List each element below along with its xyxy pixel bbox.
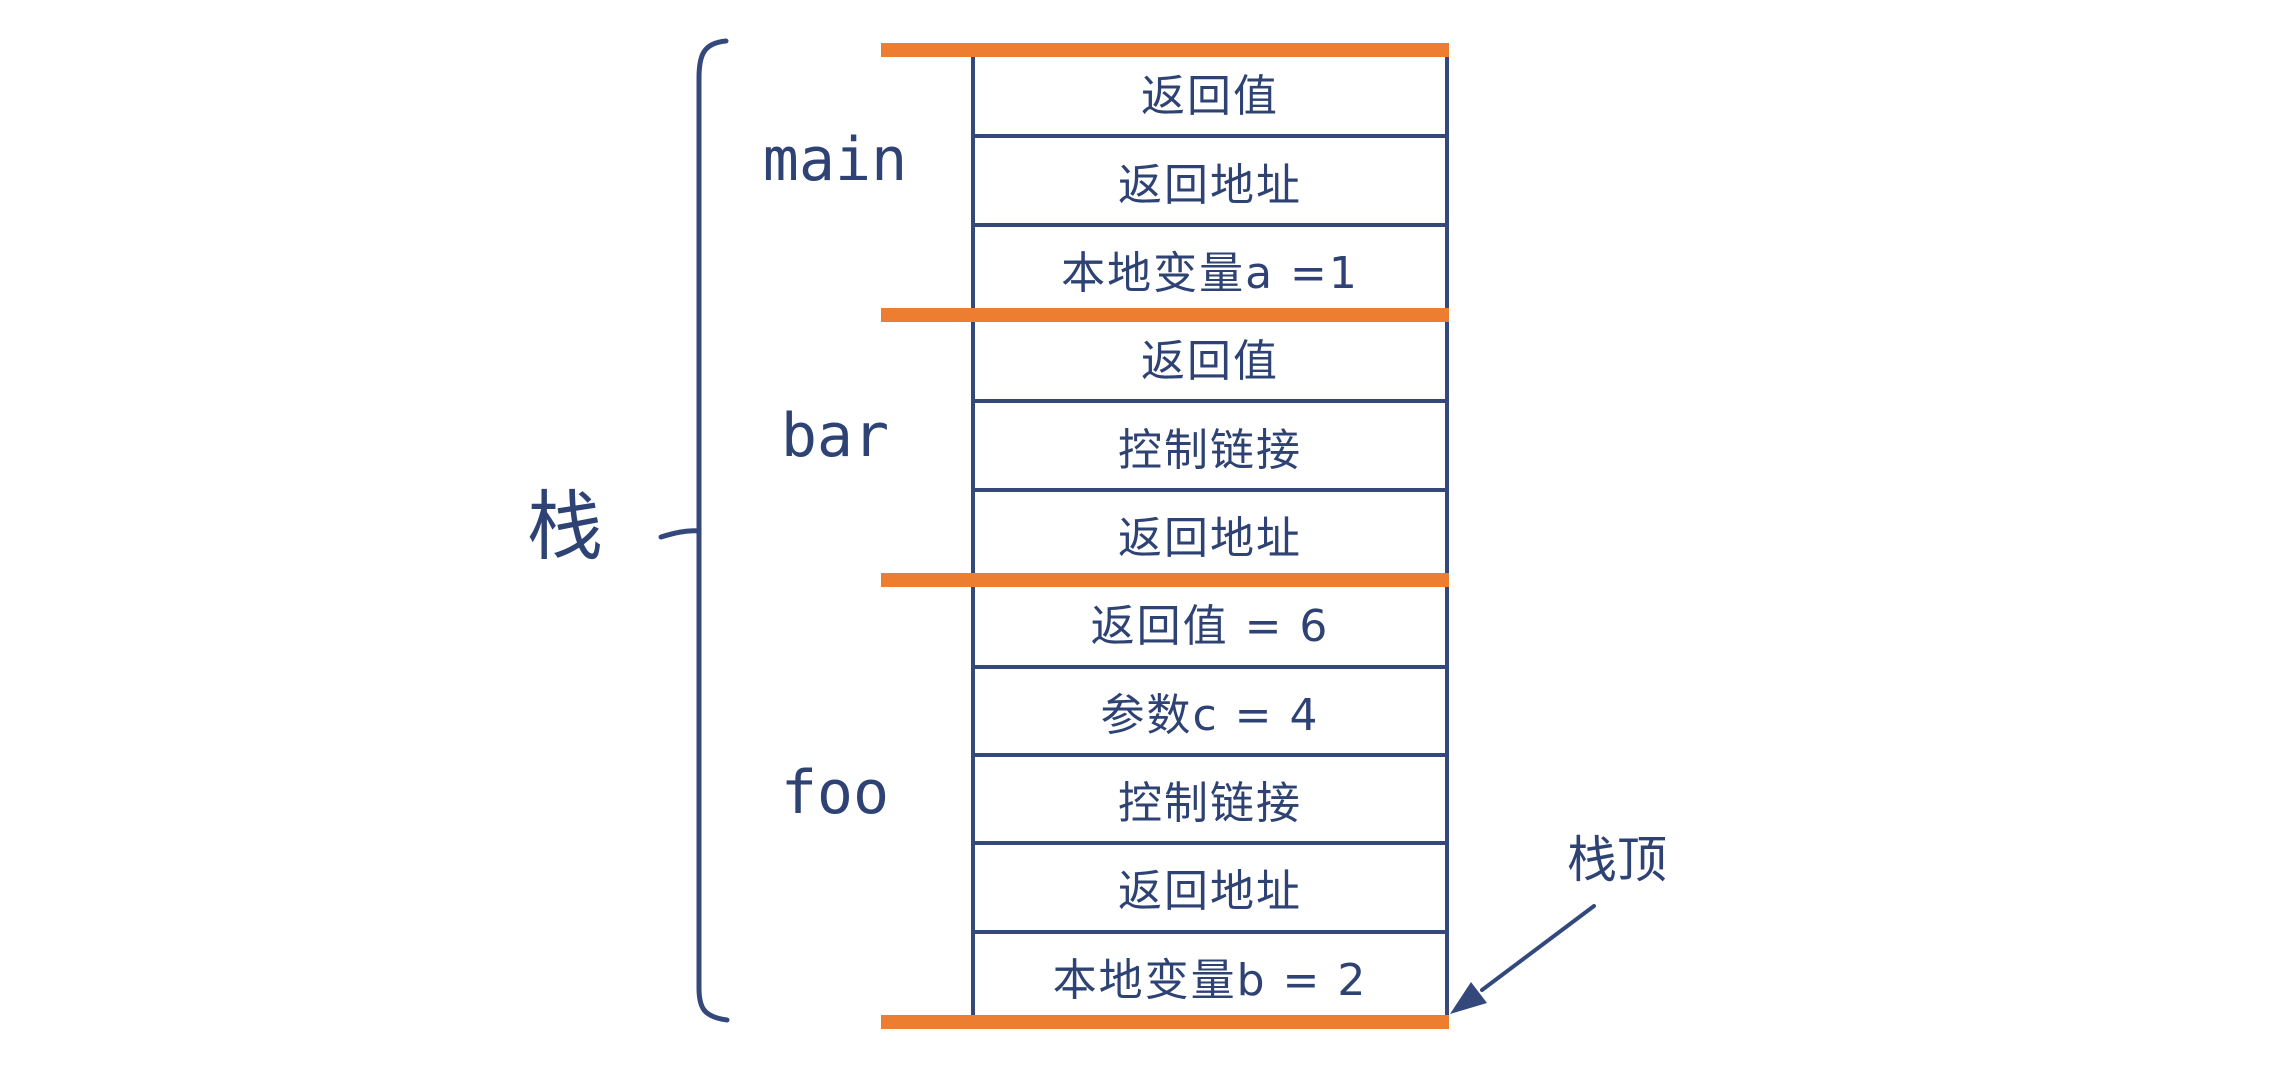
frame-divider-stack-top — [881, 1015, 1449, 1029]
stack-brace-nub — [658, 528, 702, 540]
frame-divider-bar-foo — [881, 573, 1449, 587]
stack-cell: 本地变量b = 2 — [1052, 954, 1368, 1006]
stack-cell: 控制链接 — [975, 757, 1445, 846]
frame-divider-top — [881, 43, 1449, 57]
stack-top-label: 栈顶 — [1567, 831, 1667, 889]
stack-top-arrow — [1480, 904, 1596, 992]
stack-cell: 返回值 = 6 — [975, 580, 1445, 669]
stack-cell: 返回地址 — [975, 845, 1445, 934]
stack-table: 返回值 返回地址 本地变量a =1 返回值 控制链接 返回地址 返回值 = 6 … — [971, 46, 1449, 1022]
frame-label-main: main — [762, 125, 908, 195]
stack-cell: 参数c = 4 — [975, 669, 1445, 757]
stack-cell: 返回值 — [975, 315, 1445, 404]
stack-top-arrowhead-icon — [1450, 982, 1487, 1014]
stack-cell: 返回地址 — [975, 138, 1445, 227]
stack-cell: 本地变量a =1 — [975, 227, 1445, 316]
stack-cell: 返回值 — [975, 50, 1445, 139]
stack-cell: 返回地址 — [975, 492, 1445, 581]
frame-divider-main-bar — [881, 308, 1449, 322]
stack-cell: 控制链接 — [975, 403, 1445, 492]
stack-label: 栈 — [527, 482, 603, 571]
frame-label-bar: bar — [780, 401, 890, 471]
frame-label-foo: foo — [780, 758, 890, 828]
